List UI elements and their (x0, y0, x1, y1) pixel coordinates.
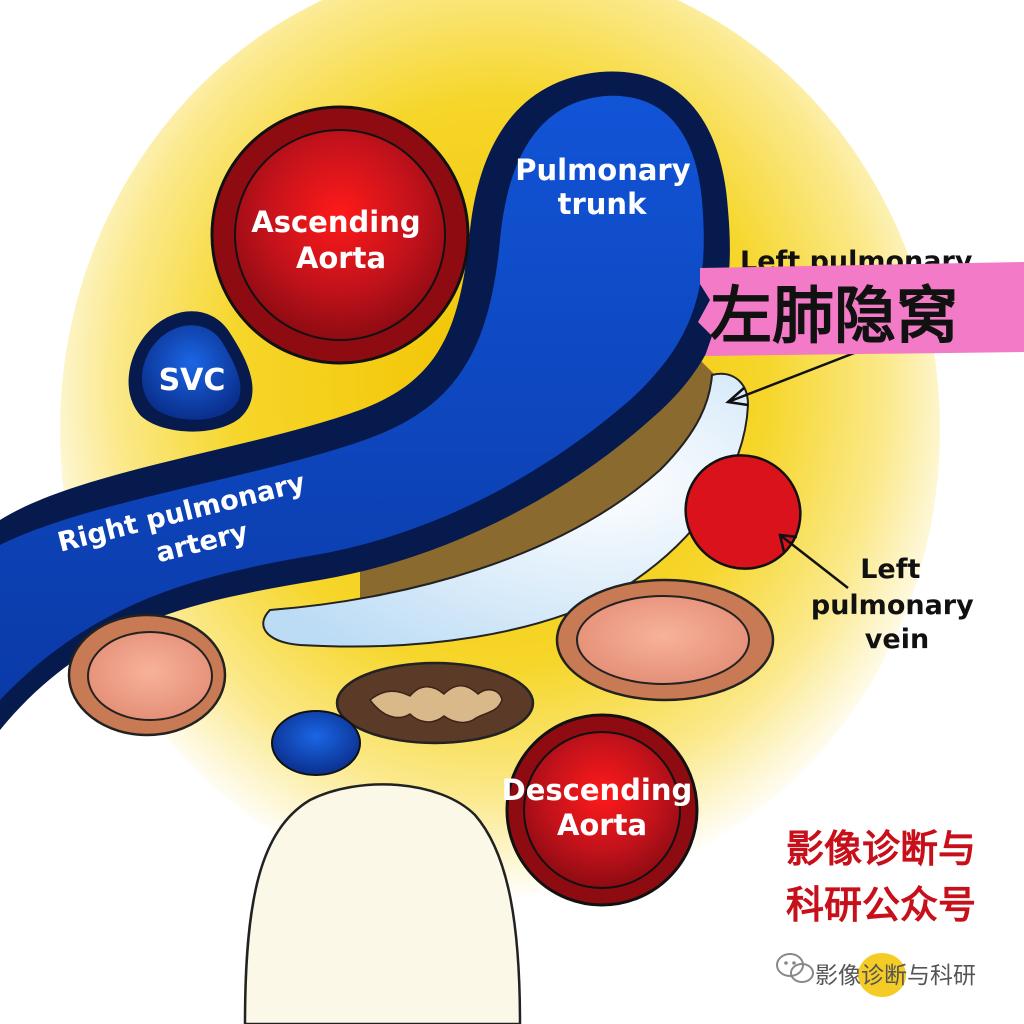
footer-text: 影像诊断与科研 (815, 963, 976, 989)
label-ascending-aorta: Ascending Aorta (251, 205, 430, 275)
pulmonary-trunk (0, 95, 704, 700)
stamp-logo (858, 953, 906, 997)
callout-box (698, 262, 1024, 356)
watermark-line2: 科研公众号 (786, 883, 976, 927)
label-descending-aorta: Descending Aorta (502, 773, 703, 842)
arrow-to-vein (778, 533, 849, 589)
arrow-to-recess (725, 348, 863, 407)
watermark-line1: 影像诊断与 (786, 827, 976, 871)
left-pulmonary-vein (684, 454, 802, 570)
label-svc: SVC (159, 363, 226, 398)
azygos-vein (271, 710, 361, 776)
vertebra (243, 783, 522, 1024)
label-pulmonary-trunk: Pulmonary trunk (515, 153, 701, 221)
callout-title: 左肺隐窝 (710, 279, 958, 352)
label-left-pulmonary-vein: Left pulmonary vein (811, 554, 983, 655)
left-pulmonary-recess (262, 372, 750, 648)
wechat-icon (776, 953, 814, 983)
